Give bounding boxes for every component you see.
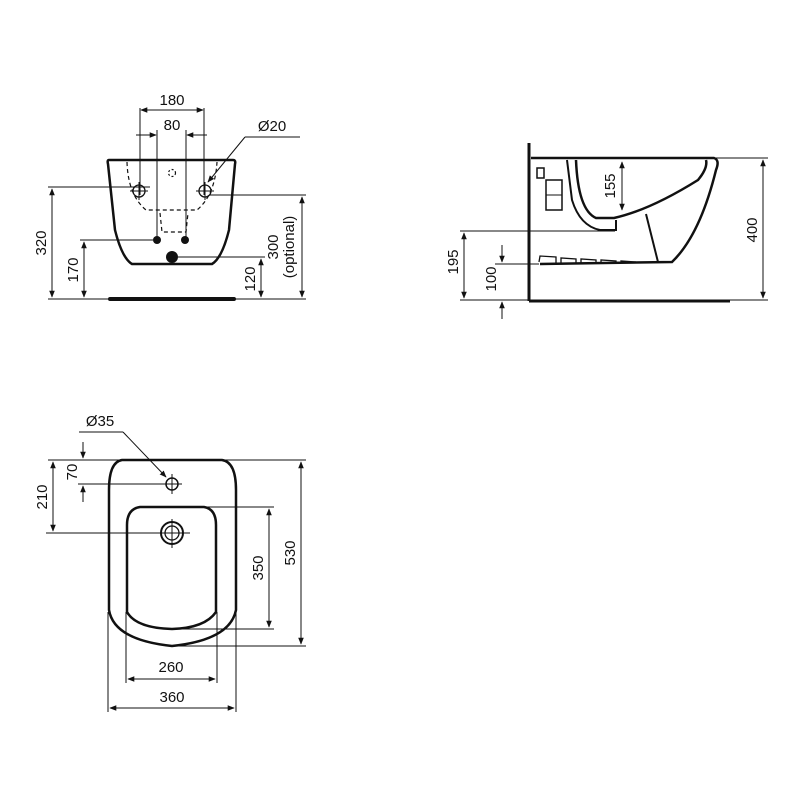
front-view: 180 80 Ø20 320 170 120 300 (optional) bbox=[33, 92, 306, 301]
dim-195: 195 bbox=[445, 249, 462, 274]
waste-outlet-dot bbox=[166, 251, 178, 263]
bidet-front-outline bbox=[106, 158, 237, 266]
dim-120: 120 bbox=[242, 266, 259, 291]
dim-155: 155 bbox=[602, 173, 619, 198]
support-line bbox=[645, 213, 659, 263]
dim-260: 260 bbox=[158, 659, 183, 676]
tap-hole-icon bbox=[162, 474, 182, 494]
tap-hole-hidden bbox=[167, 168, 177, 178]
dim-180: 180 bbox=[159, 92, 184, 109]
hidden-outlet-line bbox=[159, 212, 189, 233]
bowl-inner-line bbox=[574, 159, 708, 220]
waste-hole-icon bbox=[160, 519, 190, 548]
supply-dot-right bbox=[181, 236, 189, 244]
dim-320: 320 bbox=[33, 230, 50, 255]
dim-diameter-20: Ø20 bbox=[258, 118, 286, 135]
dim-170: 170 bbox=[65, 257, 82, 282]
dim-300: 300 bbox=[265, 234, 282, 259]
dim-70: 70 bbox=[64, 464, 81, 481]
fixing-tiles bbox=[538, 255, 637, 263]
dim-210: 210 bbox=[34, 484, 51, 509]
supply-dot-left bbox=[153, 236, 161, 244]
inlet-left-icon bbox=[130, 182, 148, 200]
dim-360: 360 bbox=[159, 689, 184, 706]
side-view: 155 400 195 100 bbox=[445, 143, 768, 319]
dim-300-note: (optional) bbox=[281, 216, 298, 279]
dim-diameter-35: Ø35 bbox=[86, 413, 114, 430]
top-view: Ø35 70 210 350 530 260 360 bbox=[34, 413, 306, 712]
dim-100: 100 bbox=[483, 266, 500, 291]
bidet-side-outline bbox=[531, 156, 719, 266]
hidden-bowl-line bbox=[126, 161, 218, 211]
outlet-pipe bbox=[566, 159, 617, 231]
dim-530: 530 bbox=[282, 540, 299, 565]
dim-400: 400 bbox=[744, 217, 761, 242]
dim-350: 350 bbox=[250, 555, 267, 580]
inlet-right-icon bbox=[196, 182, 214, 200]
dim-80: 80 bbox=[164, 117, 181, 134]
